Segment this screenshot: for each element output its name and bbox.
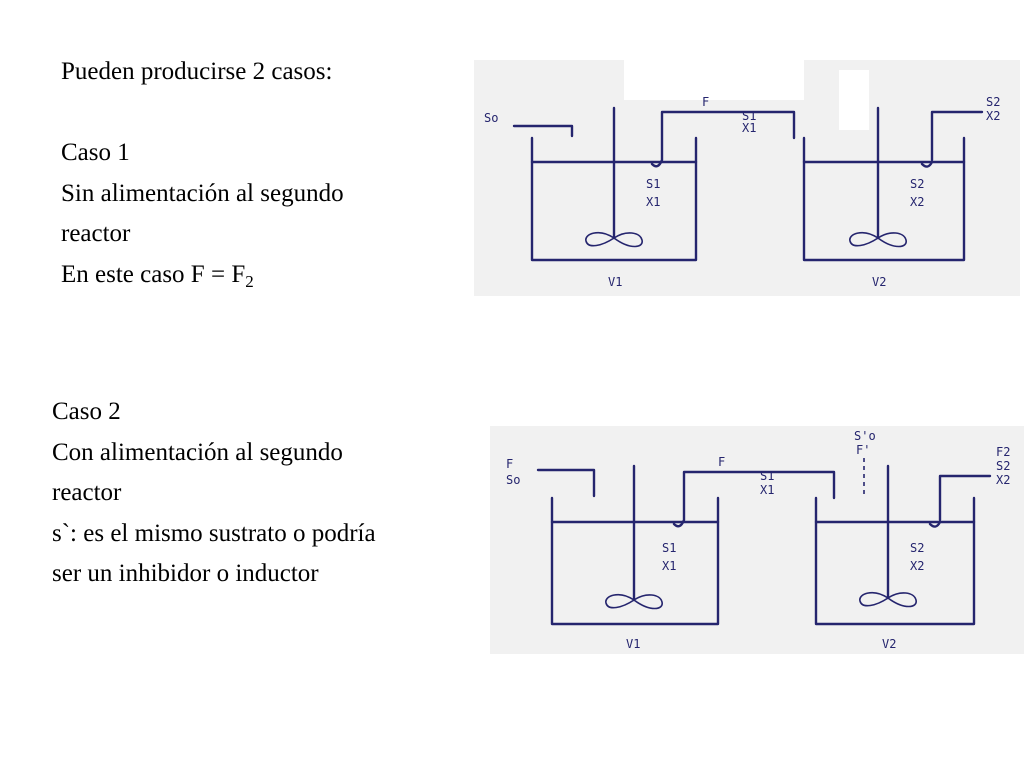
diagram2-mid-s: S1 (760, 469, 774, 483)
diagram1-outlet-pipe (920, 110, 984, 168)
diagram2-reactor1 (550, 496, 720, 626)
diagram2-out-x: X2 (996, 473, 1010, 487)
diagram1-r1-s: S1 (646, 177, 660, 191)
diagram2-side-s: S'o (854, 429, 876, 443)
diagram2-agitator2-blade (859, 591, 917, 608)
diagram2-r1-x: X1 (662, 559, 676, 573)
diagram1-mid-x: X1 (742, 121, 756, 135)
case2-line1: Con alimentación al segundo (52, 438, 343, 466)
diagram2-background (490, 426, 1024, 654)
diagram1-r2-x: X2 (910, 195, 924, 209)
diagram2-feed-s: So (506, 473, 520, 487)
diagram2-r1-s: S1 (662, 541, 676, 555)
diagram1-agitator1-blade (585, 231, 643, 248)
reactor-diagram-2: F So F S1 X1 S1 X1 V1 S'o F' F2 S2 X2 S2… (490, 426, 1024, 654)
diagram2-r2-x: X2 (910, 559, 924, 573)
diagram1-transfer-pipe (650, 110, 796, 168)
diagram2-agitator1-blade (605, 593, 663, 610)
diagram1-mid-s: S1 (742, 109, 756, 123)
case2-line3: s`: es el mismo sustrato o podría (52, 519, 376, 547)
diagram1-v1: V1 (608, 275, 622, 289)
diagram2-out-s: S2 (996, 459, 1010, 473)
case2-title: Caso 2 (52, 398, 121, 425)
diagram1-agitator2-blade (849, 231, 907, 248)
case1-eq-sub: 2 (245, 271, 254, 291)
diagram2-outlet-pipe (928, 474, 992, 528)
diagram1-reactor1 (530, 136, 698, 262)
case2-line2: reactor (52, 479, 122, 507)
diagram2-out-f: F2 (996, 445, 1010, 459)
case2-text: Caso 2 Con alimentación al segundo react… (52, 392, 376, 595)
diagram1-out-s: S2 (986, 95, 1000, 109)
case1-title: Caso 1 (61, 139, 130, 167)
diagram2-feed-f: F (506, 457, 513, 471)
diagram2-v2: V2 (882, 637, 896, 651)
diagram1-flow-label: F (702, 95, 709, 109)
diagram1-gap (839, 70, 869, 130)
diagram1-reactor2 (802, 136, 966, 262)
diagram2-feed-pipe (536, 468, 596, 498)
diagram1-out-x: X2 (986, 109, 1000, 123)
diagram1-v2: V2 (872, 275, 886, 289)
case1-eq-rhs: F (231, 260, 246, 288)
case1-equation: En este caso F = F2 (61, 255, 344, 296)
diagram2-flow-label: F (718, 455, 725, 469)
diagram2-reactor2 (814, 496, 976, 626)
diagram1-r1-x: X1 (646, 195, 660, 209)
case1-eq-prefix: En este caso F = (61, 260, 226, 288)
spacer (61, 93, 344, 134)
diagram2-v1: V1 (626, 637, 640, 651)
case1-text: Pueden producirse 2 casos: Caso 1 Sin al… (61, 52, 344, 296)
diagram2-side-f: F' (856, 443, 870, 457)
diagram2-r2-s: S2 (910, 541, 924, 555)
diagram2-mid-x: X1 (760, 483, 774, 497)
case1-line1: Sin alimentación al segundo (61, 179, 344, 207)
reactor-diagram-1: So F S1 X1 S1 X1 V1 S2 X2 S2 X2 V2 (474, 60, 1020, 296)
diagram2-transfer-pipe (672, 470, 836, 528)
case1-line2: reactor (61, 220, 131, 248)
diagram1-feed-pipe (512, 124, 574, 138)
diagram1-gap (624, 60, 804, 100)
diagram1-feed-label: So (484, 111, 498, 125)
intro-text: Pueden producirse 2 casos: (61, 58, 333, 85)
case2-line4: ser un inhibidor o inductor (52, 560, 319, 588)
diagram1-r2-s: S2 (910, 177, 924, 191)
